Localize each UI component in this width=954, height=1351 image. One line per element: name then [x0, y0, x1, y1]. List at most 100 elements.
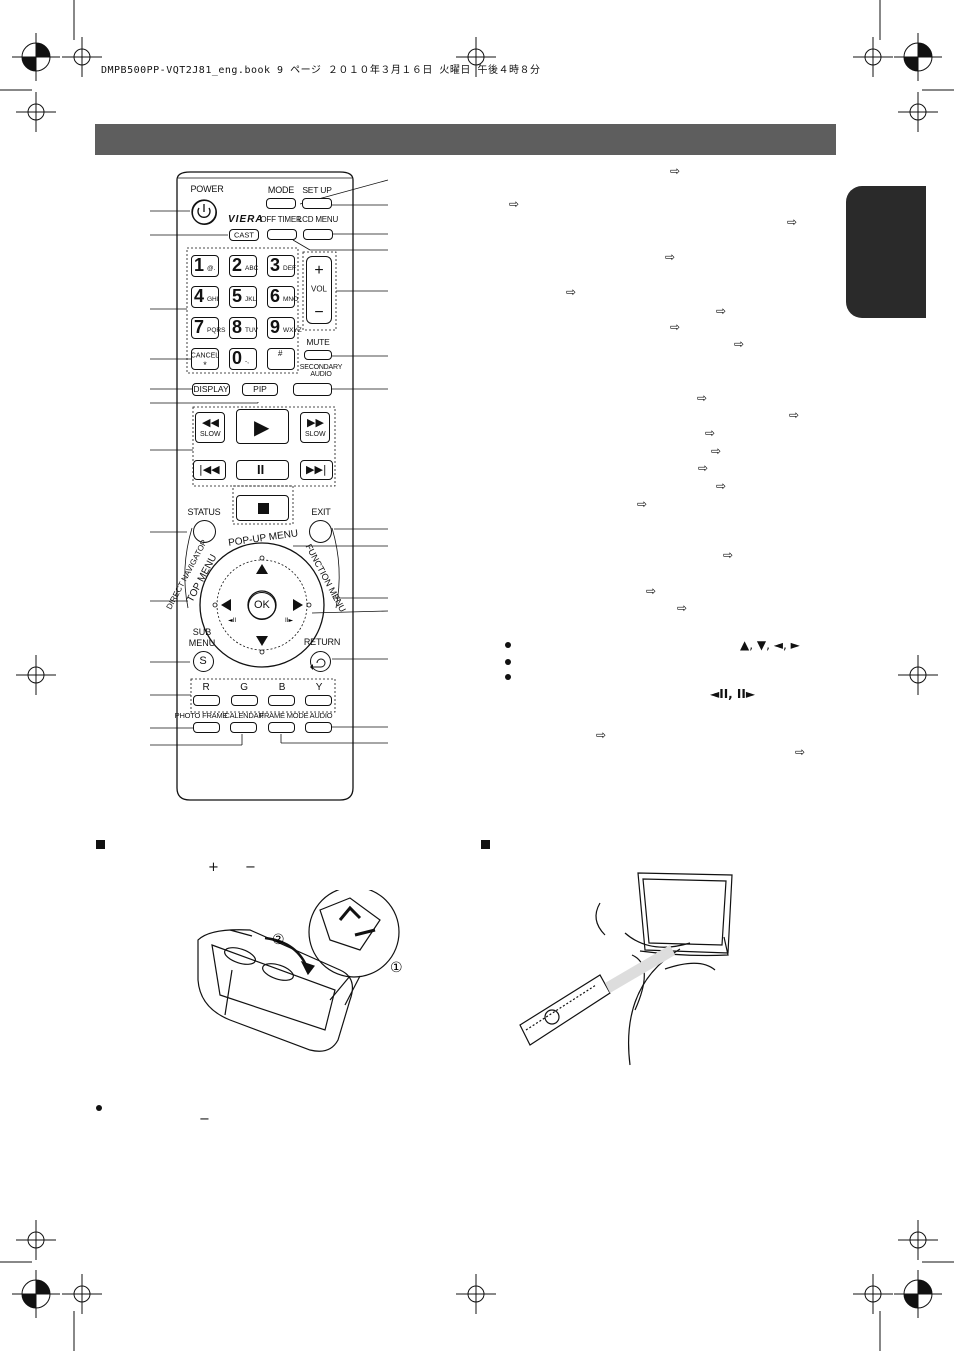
sub-menu-button[interactable]: S [193, 651, 214, 672]
key-1[interactable]: 1@. [191, 255, 219, 277]
skip-back-icon: |◀◀ [199, 463, 220, 476]
secondary-audio-button[interactable] [293, 383, 332, 396]
svg-text:II►: II► [285, 617, 294, 624]
key-letters: JKL [245, 296, 257, 303]
step-1-marker: ① [390, 960, 403, 976]
key-0[interactable]: 0-, [229, 348, 257, 370]
pause-button[interactable]: II [236, 460, 289, 480]
color-b-label: B [278, 682, 286, 693]
stop-button[interactable] [236, 495, 289, 521]
color-g-label: G [240, 682, 248, 693]
key-hash[interactable]: # [267, 348, 295, 370]
dpad-left-button[interactable] [218, 595, 238, 619]
section-square-icon [481, 840, 490, 849]
pip-label: PIP [253, 384, 267, 394]
dpad-up-button[interactable] [250, 560, 274, 580]
pause-icon: II [257, 462, 265, 477]
key-digit: 9 [270, 317, 281, 337]
step-2-marker: ② [272, 932, 285, 948]
setup-button[interactable] [302, 198, 332, 209]
status-label: STATUS [187, 507, 221, 517]
ok-button[interactable] [248, 592, 276, 620]
forward-icon: ▶▶ [307, 416, 324, 429]
lcd-menu-button[interactable] [303, 229, 333, 240]
bullet [96, 1105, 102, 1111]
page-ref-arrow-icon: ⇨ [596, 728, 607, 742]
skip-back-button[interactable]: |◀◀ [193, 460, 226, 480]
viera-cast-button[interactable]: CAST [229, 229, 259, 241]
page-ref-arrow-icon: ⇨ [509, 197, 520, 211]
off-timer-label: OFF TIMER [260, 215, 302, 224]
mute-button[interactable] [304, 350, 332, 360]
volume-rocker[interactable]: + VOL − [306, 256, 332, 324]
page-ref-arrow-icon: ⇨ [566, 285, 577, 299]
play-button[interactable]: ▶ [236, 409, 289, 444]
key-letters: PQRS [207, 327, 226, 334]
vol-label: VOL [310, 284, 328, 294]
skip-forward-button[interactable]: ▶▶| [300, 460, 333, 480]
stop-icon [258, 503, 269, 514]
slow-label-right: SLOW [305, 431, 326, 438]
dpad-right-button[interactable] [286, 595, 306, 619]
mode-button[interactable] [266, 198, 296, 209]
key-letters: GHI [207, 296, 219, 303]
vol-minus: − [314, 304, 324, 321]
page-ref-arrow-icon: ⇨ [795, 745, 806, 759]
setup-label: SET UP [302, 185, 332, 195]
cancel-label: CANCEL [190, 352, 220, 360]
color-r-label: R [202, 682, 210, 693]
key-digit: 6 [270, 286, 281, 306]
cast-label: CAST [233, 230, 255, 240]
key-letters: MNO [283, 296, 299, 303]
page-ref-arrow-icon: ⇨ [711, 444, 722, 458]
key-letters: @. [207, 265, 216, 272]
blue-button[interactable] [268, 695, 295, 706]
section-square-icon [96, 840, 105, 849]
red-button[interactable] [193, 695, 220, 706]
green-button[interactable] [231, 695, 258, 706]
yellow-button[interactable] [305, 695, 332, 706]
svg-text:◄II: ◄II [228, 617, 236, 624]
power-label: POWER [190, 184, 224, 194]
return-button[interactable] [310, 651, 331, 672]
lcd-menu-label: LCD MENU [297, 215, 339, 224]
power-button[interactable] [192, 200, 217, 225]
page-ref-arrow-icon: ⇨ [705, 426, 716, 440]
calendar-button[interactable] [230, 722, 257, 733]
forward-slow-button[interactable]: ▶▶ SLOW [300, 412, 330, 443]
vol-plus: + [314, 262, 324, 279]
viera-logo: VIERA [228, 214, 264, 225]
exit-button[interactable] [309, 520, 332, 543]
pip-button[interactable]: PIP [242, 383, 278, 396]
page-ref-arrow-icon: ⇨ [646, 584, 657, 598]
mute-label: MUTE [306, 337, 330, 347]
photo-frame-button[interactable] [193, 722, 220, 733]
cancel-button[interactable]: CANCEL * [191, 348, 219, 370]
return-label: RETURN [303, 637, 341, 647]
page-ref-arrow-icon: ⇨ [697, 391, 708, 405]
play-icon: ▶ [254, 415, 270, 439]
frame-mode-button[interactable] [268, 722, 295, 733]
display-button[interactable]: DISPLAY [192, 383, 230, 396]
key-digit: 5 [232, 286, 243, 306]
dpad-down-button[interactable] [250, 630, 274, 650]
exit-label: EXIT [311, 507, 331, 517]
bullet [505, 642, 511, 648]
page-ref-arrow-icon: ⇨ [670, 164, 681, 178]
slow-label-left: SLOW [200, 431, 221, 438]
off-timer-button[interactable] [267, 229, 297, 240]
audio-button[interactable] [305, 722, 332, 733]
page-ref-arrow-icon: ⇨ [637, 497, 648, 511]
status-button[interactable] [193, 520, 216, 543]
page-ref-arrow-icon: ⇨ [698, 461, 709, 475]
rewind-slow-button[interactable]: ◀◀ SLOW [195, 412, 225, 443]
